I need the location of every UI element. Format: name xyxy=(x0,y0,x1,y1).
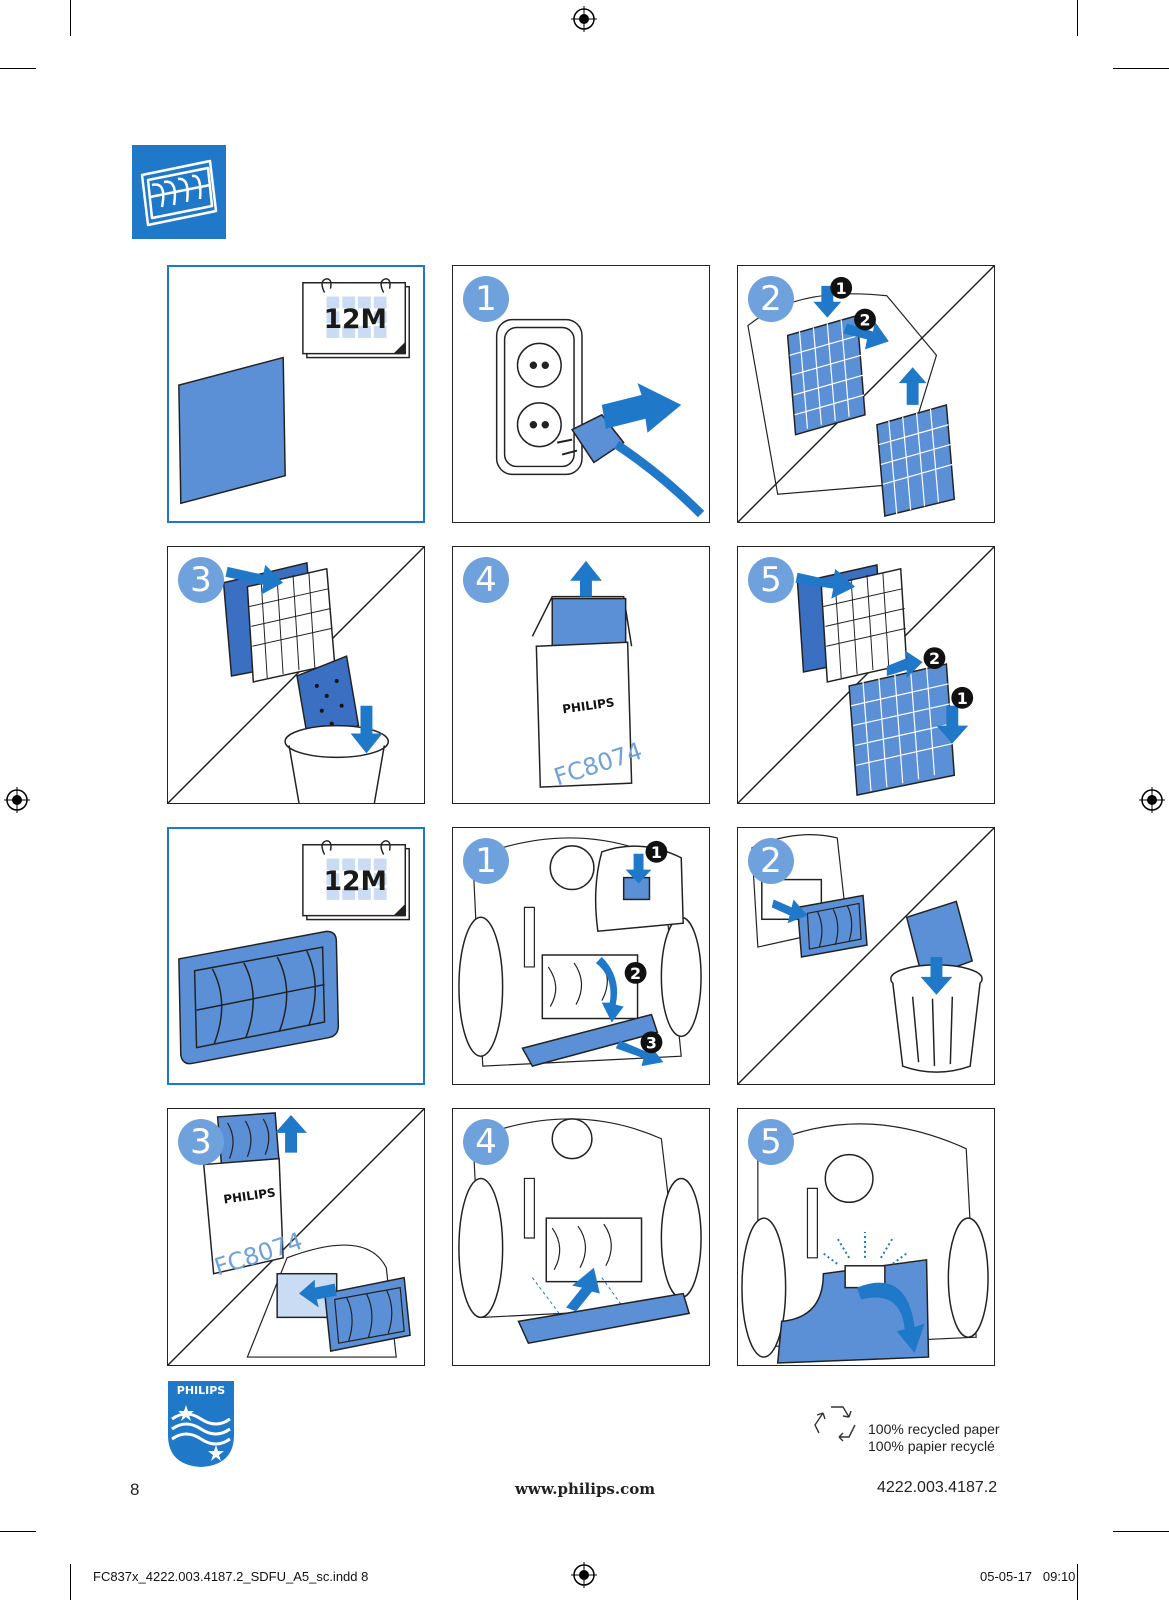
panel-step-open-filter-compartment: 2 1 2 xyxy=(737,265,995,523)
step-number: 5 xyxy=(748,1119,794,1165)
arrow-right-icon xyxy=(601,383,682,433)
arrow-down-icon xyxy=(350,705,383,754)
arrow-right-icon xyxy=(843,321,889,350)
arrow-down-icon xyxy=(595,956,624,1023)
filter-grid xyxy=(876,403,956,517)
filter-icon xyxy=(140,159,218,227)
badge: 2 xyxy=(859,311,870,330)
arrow-up-icon xyxy=(275,1114,307,1153)
click-sound-icon xyxy=(820,1232,910,1265)
arrow-down-right-icon xyxy=(615,1040,664,1067)
calendar-icon xyxy=(302,278,410,359)
panel-step-discard-old-filter: 3 xyxy=(167,546,425,804)
arrow-right-icon xyxy=(886,650,923,678)
recycled-paper-note: 100% recycled paper 100% papier recyclé xyxy=(868,1421,1000,1455)
arrow-down-icon xyxy=(936,705,969,744)
philips-shield-logo: PHILIPS xyxy=(168,1381,234,1467)
calendar-label: 12M xyxy=(324,866,387,897)
crop-mark xyxy=(1077,0,1078,36)
step-number: 2 xyxy=(748,276,794,322)
arrow-up-icon xyxy=(570,560,602,597)
badge: 2 xyxy=(630,964,641,983)
product-box xyxy=(535,641,633,788)
crop-mark xyxy=(1113,1531,1169,1532)
panel-step-unplug: 1 xyxy=(452,265,710,523)
document-code: 4222.003.4187.2 xyxy=(877,1479,998,1496)
page-number: 8 xyxy=(130,1480,140,1499)
crop-mark xyxy=(0,68,36,69)
step-number: 3 xyxy=(178,557,224,603)
crop-mark xyxy=(1077,1564,1078,1600)
arrow-up-icon xyxy=(898,367,927,405)
filter-grid xyxy=(786,314,866,436)
arrow-left-icon xyxy=(225,564,284,595)
step-number: 1 xyxy=(463,838,509,884)
badge: 1 xyxy=(957,689,968,708)
step-number: 3 xyxy=(178,1119,224,1165)
panel-step-insert-new-filter: 5 2 1 xyxy=(737,546,995,804)
arrow-down-icon xyxy=(813,285,842,318)
step-number: 4 xyxy=(463,1119,509,1165)
crop-mark xyxy=(1113,68,1169,69)
panel-step-open-hepa-grille: 1 1 2 3 xyxy=(452,827,710,1085)
filter-grid xyxy=(848,663,956,796)
arrow-up-icon xyxy=(566,1267,600,1312)
arrow-left-icon xyxy=(298,1279,337,1308)
registration-mark-icon xyxy=(4,787,30,813)
hepa-filter-icon xyxy=(178,930,340,1065)
badge: 1 xyxy=(651,843,662,862)
recycled-line-1: 100% recycled paper xyxy=(868,1421,1000,1437)
wall-socket-icon xyxy=(495,318,583,476)
arrow-down-icon xyxy=(920,956,953,995)
filter-grid xyxy=(246,567,336,683)
crop-mark xyxy=(70,0,71,36)
panel-step-reattach-grille: 4 xyxy=(452,1108,710,1366)
logo-brand: PHILIPS xyxy=(177,1384,226,1397)
hepa-grille xyxy=(521,1013,659,1068)
registration-mark-icon xyxy=(571,1562,597,1588)
slug-datetime: 05-05-17 09:10 xyxy=(980,1569,1076,1584)
panel-step-close-cover: 5 xyxy=(737,1108,995,1366)
badge: 3 xyxy=(646,1033,657,1052)
recycle-icon xyxy=(814,1406,856,1442)
hepa-grille xyxy=(517,1292,691,1345)
panel-step-insert-new-hepa: 3 PHILIPS FC8074 xyxy=(167,1108,425,1366)
recycled-line-2: 100% papier recyclé xyxy=(868,1438,995,1454)
arrow-right-icon xyxy=(771,899,808,924)
arrow-right-icon xyxy=(795,568,856,599)
product-box xyxy=(202,1157,284,1275)
step-number: 4 xyxy=(463,557,509,603)
badge: 1 xyxy=(836,279,847,298)
panel-step-discard-hepa-filter: 2 xyxy=(737,827,995,1085)
panel-hepa-replacement-interval: 12M xyxy=(167,827,425,1085)
hepa-filter-icon xyxy=(905,900,974,980)
step-number: 5 xyxy=(748,557,794,603)
arrow-curved-icon xyxy=(857,1282,925,1354)
hepa-filter-icon xyxy=(216,1112,280,1168)
crop-mark xyxy=(0,1531,36,1532)
filter-header-icon xyxy=(132,145,226,239)
website-link[interactable]: www.philips.com xyxy=(515,1480,656,1498)
slug-filename: FC837x_4222.003.4187.2_SDFU_A5_sc.indd 8 xyxy=(93,1569,369,1584)
filter-sheet xyxy=(178,356,286,505)
registration-mark-icon xyxy=(1139,787,1165,813)
calendar-icon xyxy=(302,840,410,921)
calendar-label: 12M xyxy=(324,304,387,335)
zoom-callout: 1 xyxy=(594,840,684,933)
panel-filter-replacement-interval: 12M xyxy=(167,265,425,523)
badge: 2 xyxy=(929,649,940,668)
step-number: 1 xyxy=(463,276,509,322)
registration-mark-icon xyxy=(571,6,597,32)
crop-mark xyxy=(70,1564,71,1600)
step-number: 2 xyxy=(748,838,794,884)
arrow-down-icon xyxy=(625,853,652,884)
trash-bin-icon xyxy=(890,964,983,1073)
panel-step-take-new-filter: 4 PHILIPS FC8074 xyxy=(452,546,710,804)
